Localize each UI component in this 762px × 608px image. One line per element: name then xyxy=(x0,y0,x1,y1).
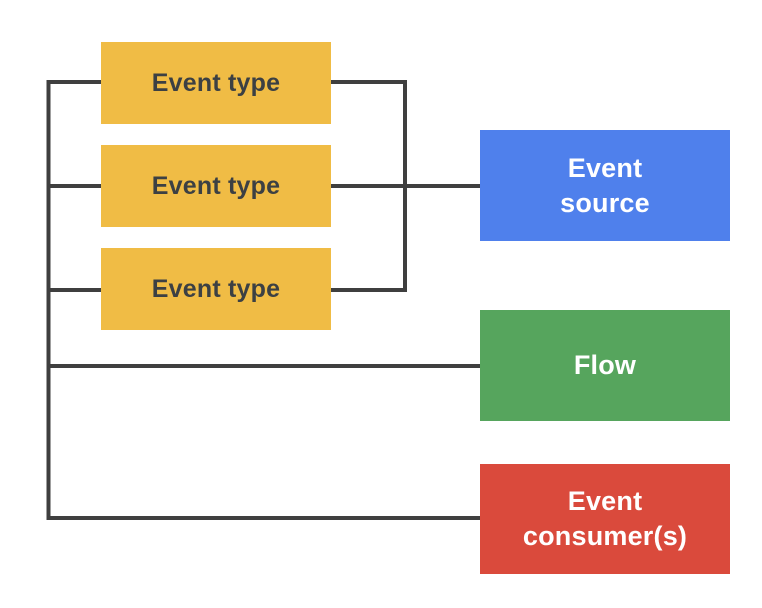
node-event-type-3-label: Event type xyxy=(151,275,281,303)
node-event-type-2-label: Event type xyxy=(151,172,281,200)
node-event-consumers: Event consumer(s) xyxy=(480,464,730,574)
node-event-source: Event source xyxy=(480,130,730,241)
node-event-source-label: Event source xyxy=(560,152,650,218)
node-event-consumers-label: Event consumer(s) xyxy=(522,486,688,551)
node-event-type-2: Event type xyxy=(101,145,331,227)
node-flow: Flow xyxy=(480,310,730,421)
node-event-type-1: Event type xyxy=(101,42,331,124)
node-flow-label: Flow xyxy=(573,350,637,381)
node-event-type-1-label: Event type xyxy=(151,69,281,97)
node-event-type-3: Event type xyxy=(101,248,331,330)
